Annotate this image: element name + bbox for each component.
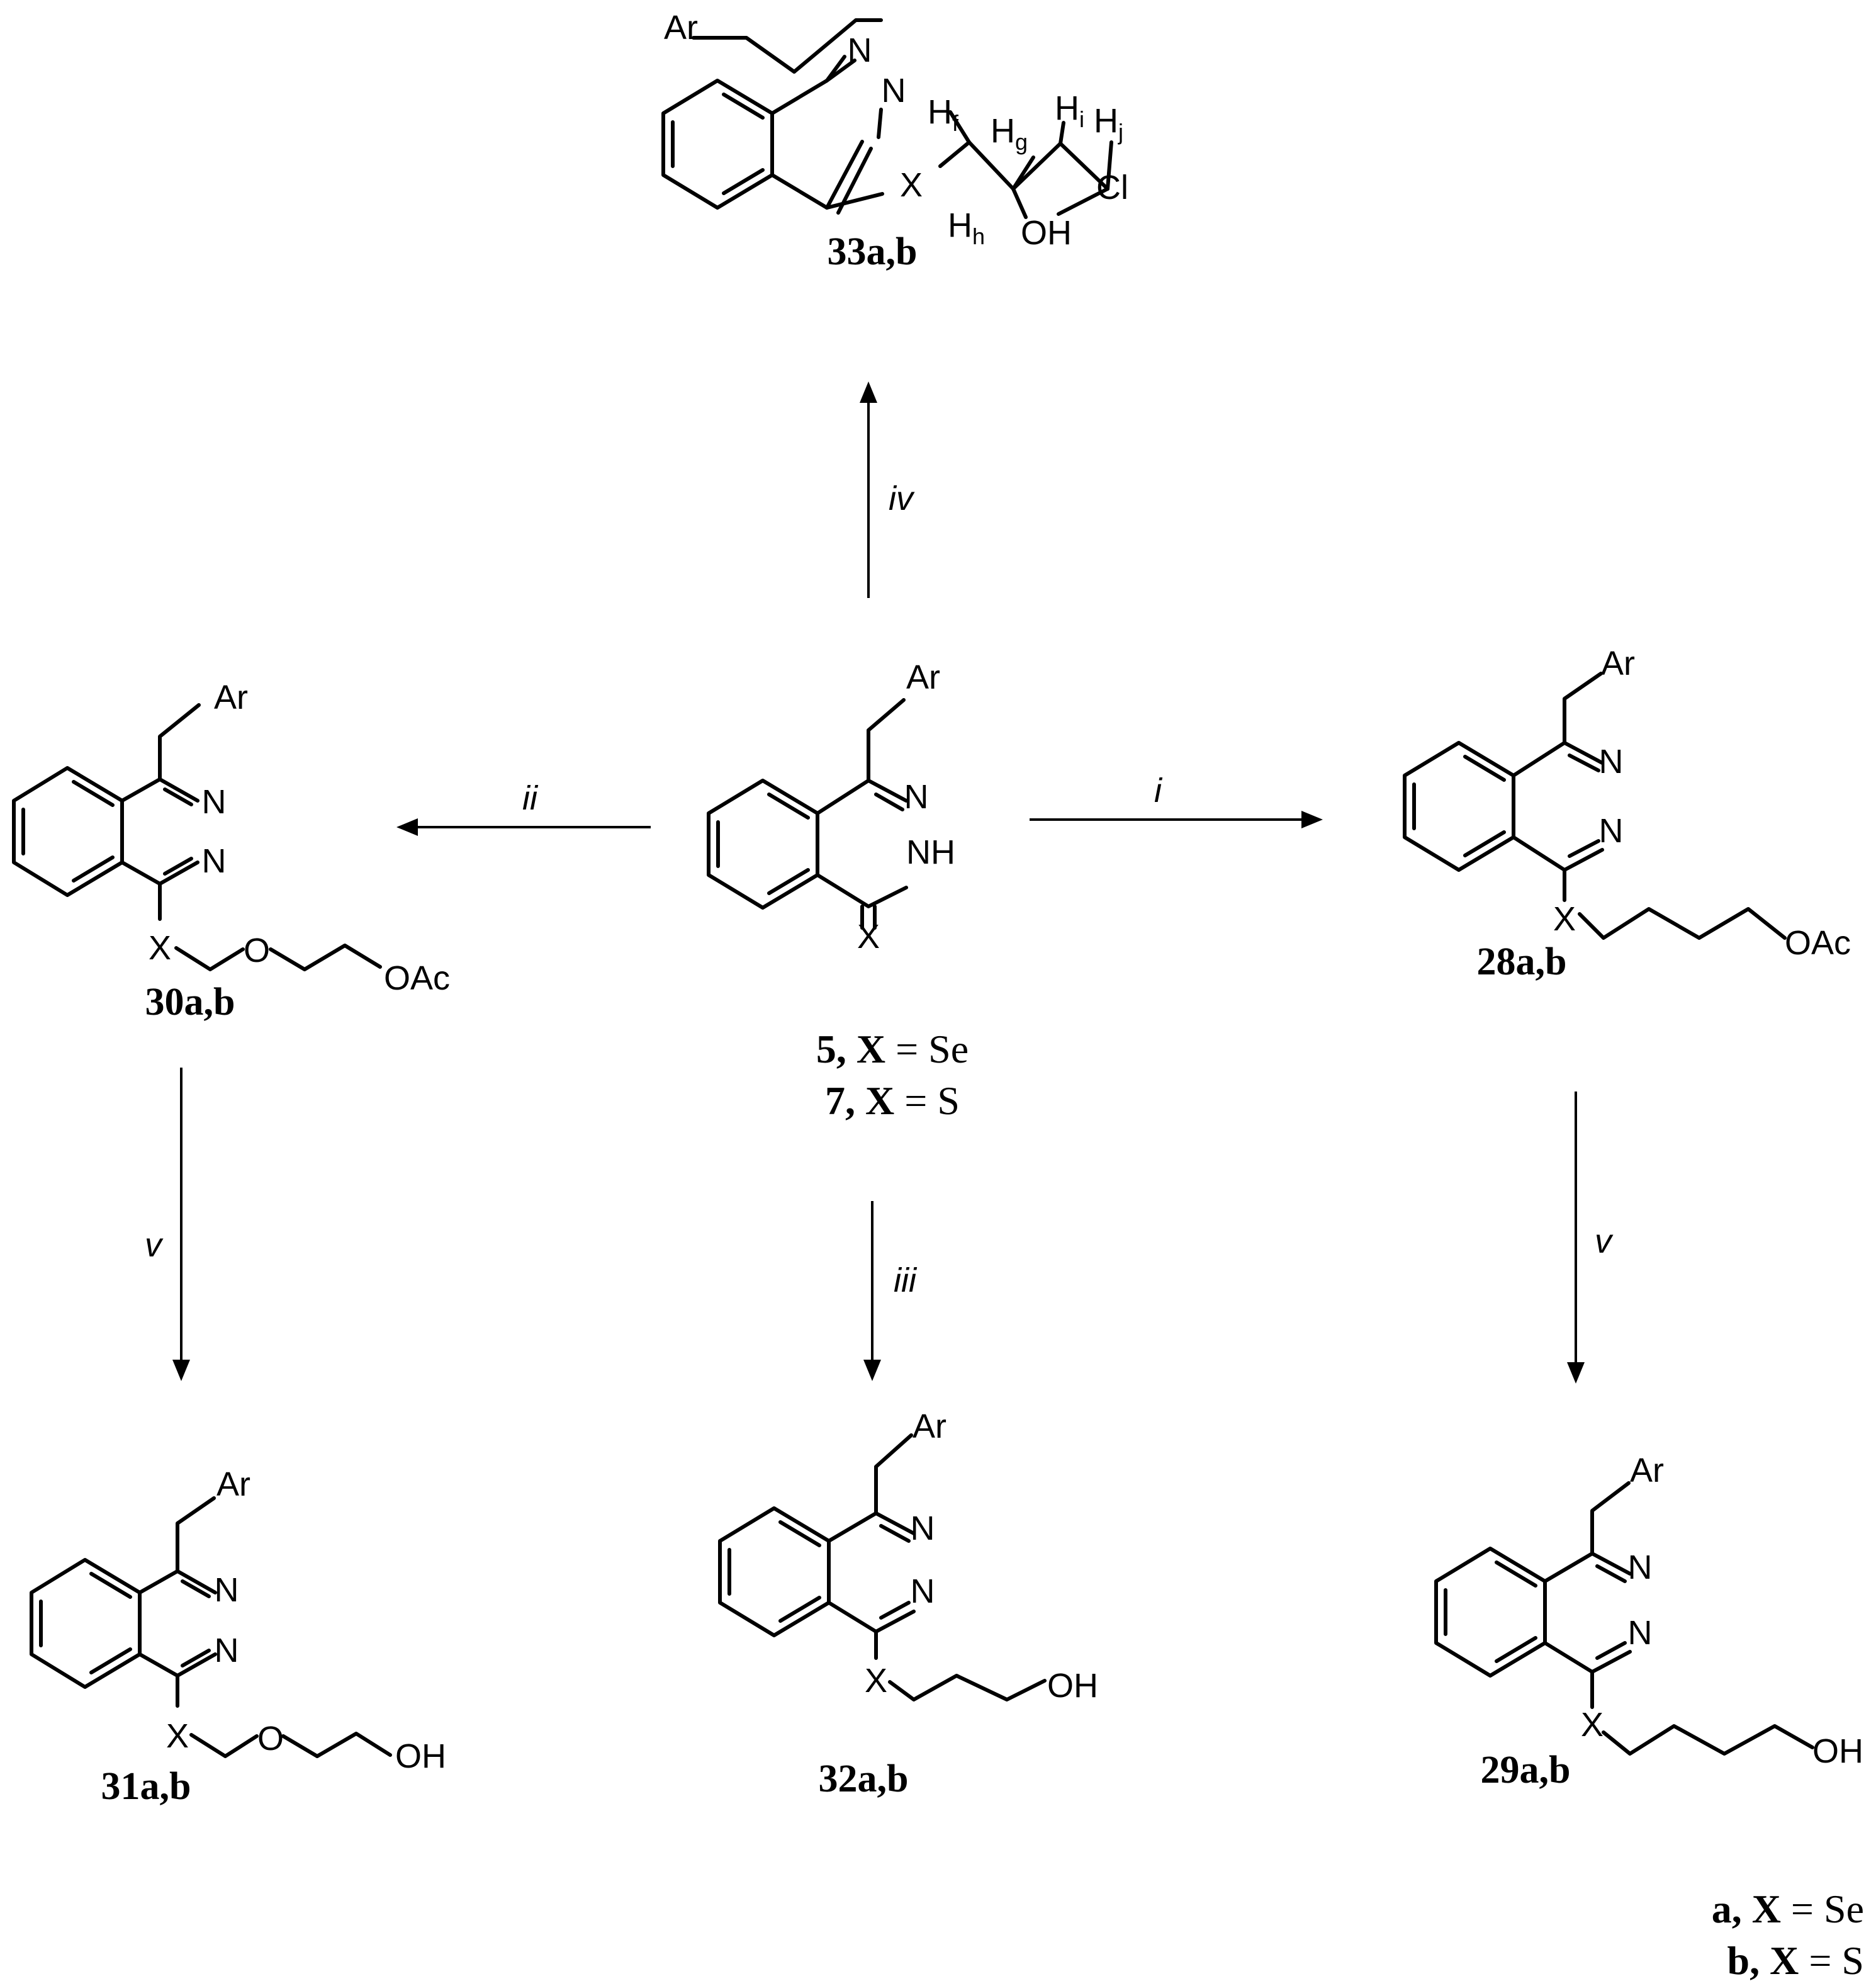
nitrogen-label: N (882, 72, 906, 110)
compound-label-29: 29a,b (1481, 1749, 1571, 1791)
nitrogen-label: N (1599, 743, 1624, 781)
x-heteroatom-label: X (166, 1717, 189, 1755)
substituent-legend: a, X = Se b, X = S (1712, 1887, 1864, 1983)
arrow-v-left: v (145, 1068, 190, 1381)
x-heteroatom-label: X (857, 918, 880, 956)
aryl-label: Ar (216, 1465, 250, 1503)
condition-i: i (1154, 772, 1163, 810)
aryl-label: Ar (1630, 1452, 1664, 1489)
compound-29: Ar N N X OH 29a,b (1434, 1452, 1863, 1791)
condition-v-right: v (1595, 1222, 1614, 1260)
x-heteroatom-label: X (865, 1662, 887, 1700)
nitrogen-label: N (1628, 1549, 1653, 1586)
aryl-label: Ar (1601, 645, 1635, 682)
aryl-label: Ar (913, 1408, 946, 1445)
start-label-7: 7, X = S (825, 1078, 960, 1123)
oxygen-label: O (257, 1720, 284, 1757)
start-label-5: 5, X = Se (816, 1027, 969, 1071)
condition-ii: ii (522, 779, 539, 817)
compound-5-7: Ar N NH X (707, 658, 955, 956)
hydroxyl-label: OH (395, 1737, 446, 1775)
compound-31: Ar N N X O OH 31a,b (30, 1465, 446, 1808)
arrow-v-right: v (1567, 1092, 1614, 1384)
x-heteroatom-label: X (149, 929, 171, 967)
aryl-label: Ar (664, 9, 698, 47)
hydroxyl-label: OH (1047, 1667, 1098, 1705)
nitrogen-label: N (848, 31, 872, 69)
x-heteroatom-label: X (1581, 1706, 1604, 1744)
nitrogen-label: N (911, 1572, 935, 1610)
x-heteroatom-label: X (900, 166, 923, 204)
nh-label: NH (906, 833, 955, 871)
compound-33: Ar N N X Hf Hg Hi Hj Cl Hh OH 33a,b (661, 9, 1128, 273)
nitrogen-label: N (202, 842, 227, 880)
x-heteroatom-label: X (1553, 900, 1576, 938)
compound-30: Ar N N X O OAc 30a,b (12, 679, 450, 1024)
nitrogen-label: N (1599, 812, 1624, 850)
nitrogen-label: N (215, 1632, 239, 1669)
legend-a: a, X = Se (1712, 1887, 1864, 1931)
h-h-label: Hh (948, 206, 985, 249)
compound-label-33: 33a,b (828, 230, 918, 273)
hydroxyl-label: OH (1812, 1732, 1863, 1770)
compound-label-28: 28a,b (1477, 940, 1567, 983)
arrow-iv: iv (860, 381, 915, 598)
condition-iv: iv (889, 480, 915, 517)
legend-b: b, X = S (1727, 1938, 1865, 1983)
compound-28: Ar N N X OAc 28a,b (1403, 645, 1851, 983)
nitrogen-label: N (911, 1509, 935, 1547)
acetate-label: OAc (1785, 924, 1851, 962)
nitrogen-label: N (215, 1571, 239, 1609)
arrow-iii: iii (863, 1201, 918, 1381)
nitrogen-label: N (1628, 1614, 1653, 1652)
arrow-i: i (1030, 772, 1323, 828)
h-i-label: Hi (1055, 89, 1084, 132)
compound-label-31: 31a,b (101, 1765, 191, 1808)
aryl-label: Ar (214, 679, 248, 716)
condition-iii: iii (894, 1261, 918, 1299)
acetate-label: OAc (384, 959, 450, 997)
compound-32: Ar N N X OH 32a,b (718, 1408, 1098, 1800)
compound-label-30: 30a,b (145, 981, 235, 1024)
condition-v-left: v (145, 1226, 164, 1264)
nitrogen-label: N (202, 783, 227, 821)
compound-label-32: 32a,b (819, 1757, 909, 1800)
aryl-label: Ar (906, 658, 940, 696)
h-g-label: Hg (991, 112, 1028, 155)
chlorine-label: Cl (1096, 169, 1128, 206)
nitrogen-label: N (904, 778, 929, 816)
h-j-label: Hj (1094, 102, 1123, 145)
hydroxyl-label: OH (1021, 214, 1072, 252)
h-f-label: Hf (928, 93, 959, 136)
oxygen-label: O (244, 932, 270, 969)
arrow-ii: ii (396, 779, 651, 836)
start-material-labels: 5, X = Se 7, X = S (816, 1027, 969, 1123)
